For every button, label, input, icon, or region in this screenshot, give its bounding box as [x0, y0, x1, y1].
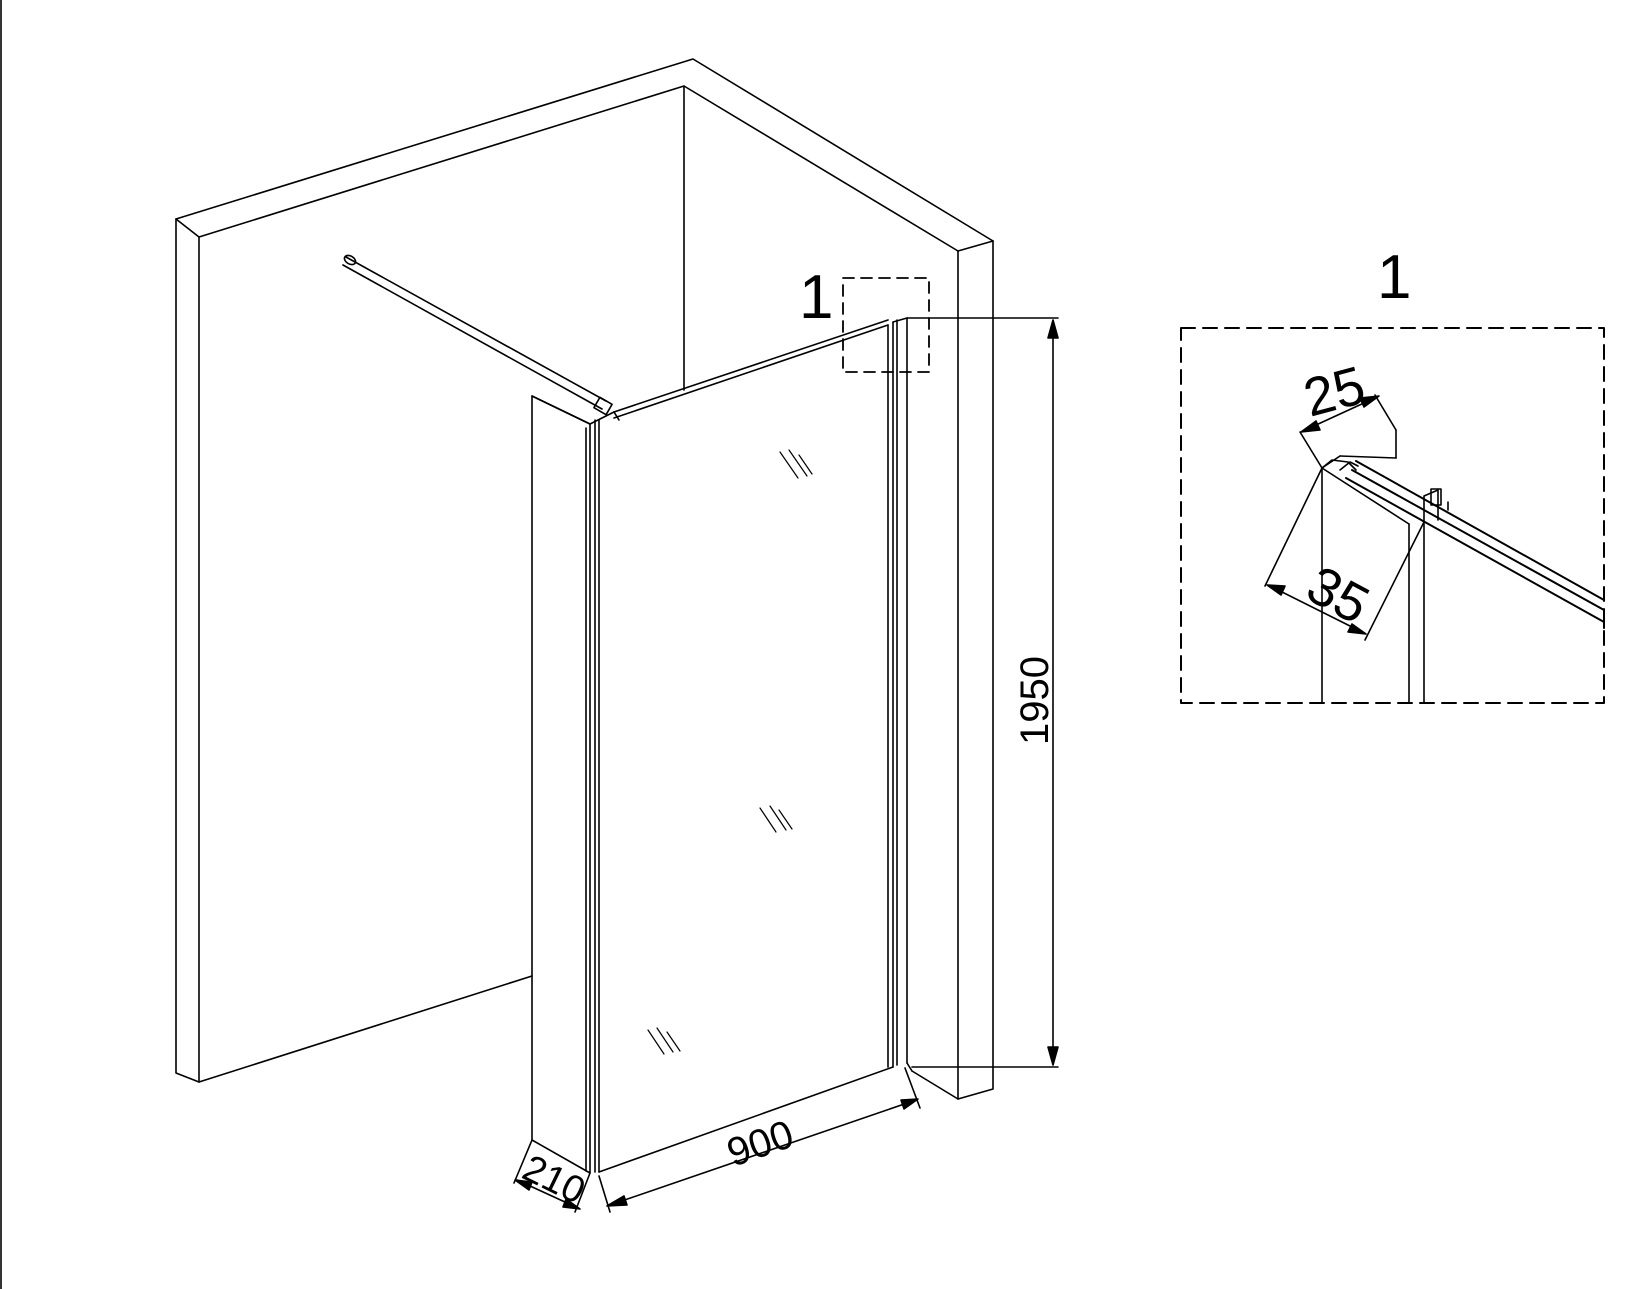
support-bar: [342, 254, 620, 421]
detail-view-frame: [1180, 327, 1605, 704]
width-dimension: [598, 1067, 921, 1213]
return-panel: [531, 395, 615, 1174]
wall-corner: [175, 58, 994, 1100]
height-dimension-label: 1950: [1013, 656, 1057, 745]
glass-edge: [1345, 460, 1605, 629]
return-dimension: [513, 1139, 591, 1213]
arrow-right-icon: [900, 1098, 919, 1110]
arrow-up-icon: [1047, 319, 1059, 339]
main-glass-panel: [598, 317, 913, 1173]
bar-clamp-icon: [593, 396, 613, 416]
profile-width-label: 25: [1298, 355, 1372, 429]
detail-callout-box: [842, 277, 930, 373]
wall-bracket-icon: [343, 254, 357, 266]
detail-view: 25 35: [1180, 327, 1605, 704]
height-dimension: [906, 317, 1059, 1068]
glass-reflection-mark: [647, 1027, 681, 1055]
arrow-left-icon: [514, 1179, 533, 1191]
glass-reflection-mark: [759, 805, 793, 833]
profile-depth-dimension: [1264, 467, 1425, 641]
profile-depth-label: 35: [1297, 555, 1378, 636]
detail-callout: [842, 277, 930, 373]
width-dimension-label: 900: [722, 1112, 799, 1175]
detail-view-label: 1: [1377, 243, 1411, 312]
arrow-right-icon: [1347, 623, 1367, 635]
detail-callout-label: 1: [799, 263, 833, 332]
glass-reflection-mark: [779, 449, 813, 479]
arrow-right-icon: [1359, 395, 1380, 408]
return-dimension-label: 210: [516, 1147, 591, 1213]
arrow-left-icon: [1300, 420, 1321, 433]
wall-profile: [1321, 429, 1449, 704]
arrow-down-icon: [1047, 1046, 1059, 1066]
arrow-right-icon: [562, 1198, 581, 1210]
profile-width-dimension: [1299, 394, 1397, 469]
arrow-left-icon: [1266, 584, 1286, 596]
arrow-left-icon: [606, 1195, 628, 1207]
